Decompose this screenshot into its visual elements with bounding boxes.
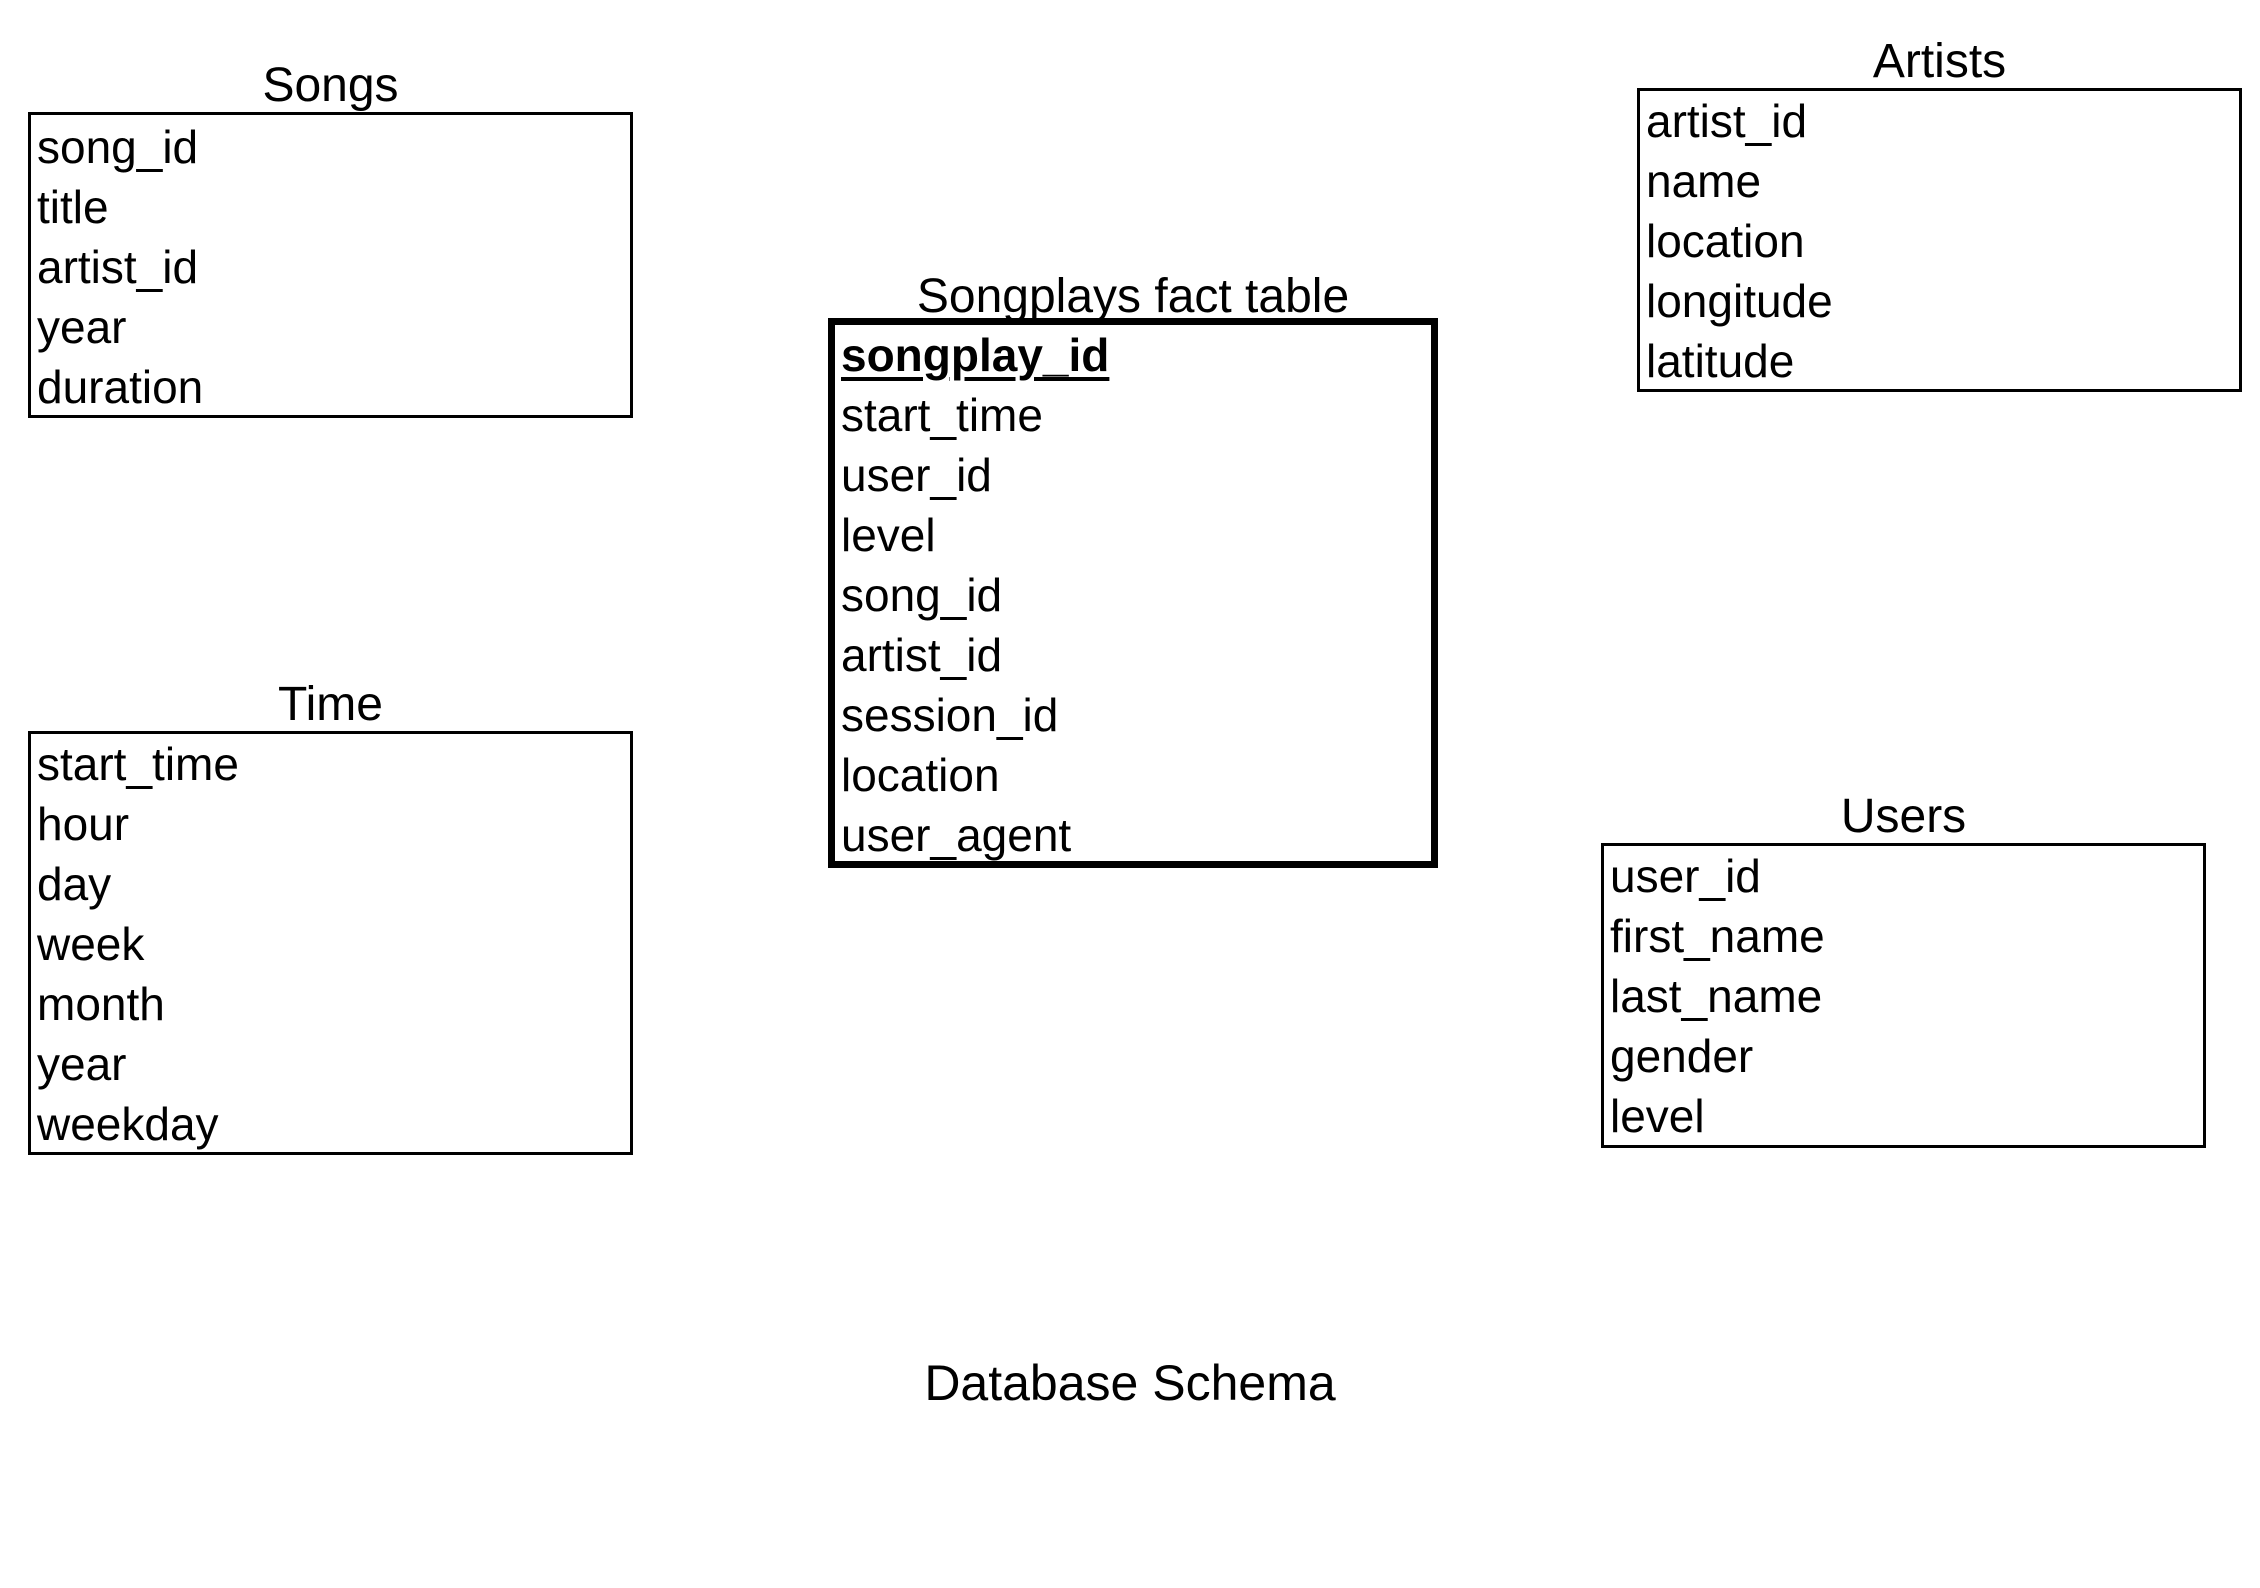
table-field: user_id: [841, 449, 992, 501]
table-field: last_name: [1610, 970, 1823, 1022]
table-field: artist_id: [841, 629, 1003, 681]
artists-field-list: artist_id name location longitude latitu…: [1640, 91, 2239, 391]
table-field: day: [37, 858, 112, 910]
table-field: weekday: [37, 1098, 219, 1150]
table-field: user_id: [1610, 850, 1761, 902]
table-field: level: [1610, 1090, 1705, 1142]
table-field: location: [841, 749, 1000, 801]
table-field: location: [1646, 215, 1805, 267]
table-field: gender: [1610, 1030, 1754, 1082]
table-field: artist_id: [37, 241, 199, 293]
time-table-box: start_time hour day week month year week…: [28, 731, 633, 1155]
table-field: duration: [37, 361, 204, 413]
table-field: song_id: [841, 569, 1003, 621]
table-field: latitude: [1646, 335, 1795, 387]
table-field: first_name: [1610, 910, 1825, 962]
artists-table-box: artist_id name location longitude latitu…: [1637, 88, 2242, 392]
time-field-list: start_time hour day week month year week…: [31, 734, 630, 1154]
users-field-list: user_id first_name last_name gender leve…: [1604, 846, 2203, 1146]
users-table: Users user_id first_name last_name gende…: [1601, 793, 2206, 1148]
songplays-table-box: songplay_id start_time user_id level son…: [828, 318, 1438, 868]
table-field: artist_id: [1646, 95, 1808, 147]
songplays-table-title: Songplays fact table: [916, 270, 1350, 323]
table-field: week: [37, 918, 145, 970]
songs-field-list: song_id title artist_id year duration: [31, 117, 630, 417]
table-field: longitude: [1646, 275, 1833, 327]
table-field: month: [37, 978, 165, 1030]
table-field: name: [1646, 155, 1762, 207]
time-table: Time start_time hour day week month year…: [28, 681, 633, 1155]
table-field: title: [37, 181, 109, 233]
songplays-table: Songplays fact table songplay_id start_t…: [828, 270, 1438, 868]
table-field: year: [37, 1038, 127, 1090]
songs-table: Songs song_id title artist_id year durat…: [28, 62, 633, 418]
songplays-field-list: songplay_id start_time user_id level son…: [835, 325, 1431, 865]
songs-table-title: Songs: [262, 59, 399, 112]
songs-table-box: song_id title artist_id year duration: [28, 112, 633, 418]
time-table-title: Time: [278, 678, 383, 731]
artists-table-title: Artists: [1872, 35, 2007, 88]
table-field: start_time: [841, 389, 1043, 441]
diagram-caption: Database Schema: [924, 1355, 1336, 1411]
table-field: user_agent: [841, 809, 1072, 861]
table-field: session_id: [841, 689, 1059, 741]
primary-key-field: songplay_id: [841, 329, 1110, 381]
table-field: level: [841, 509, 936, 561]
artists-table: Artists artist_id name location longitud…: [1637, 38, 2242, 392]
table-field: hour: [37, 798, 130, 850]
table-field: year: [37, 301, 127, 353]
table-field: start_time: [37, 738, 239, 790]
table-field: song_id: [37, 121, 199, 173]
users-table-title: Users: [1840, 790, 1967, 843]
users-table-box: user_id first_name last_name gender leve…: [1601, 843, 2206, 1148]
